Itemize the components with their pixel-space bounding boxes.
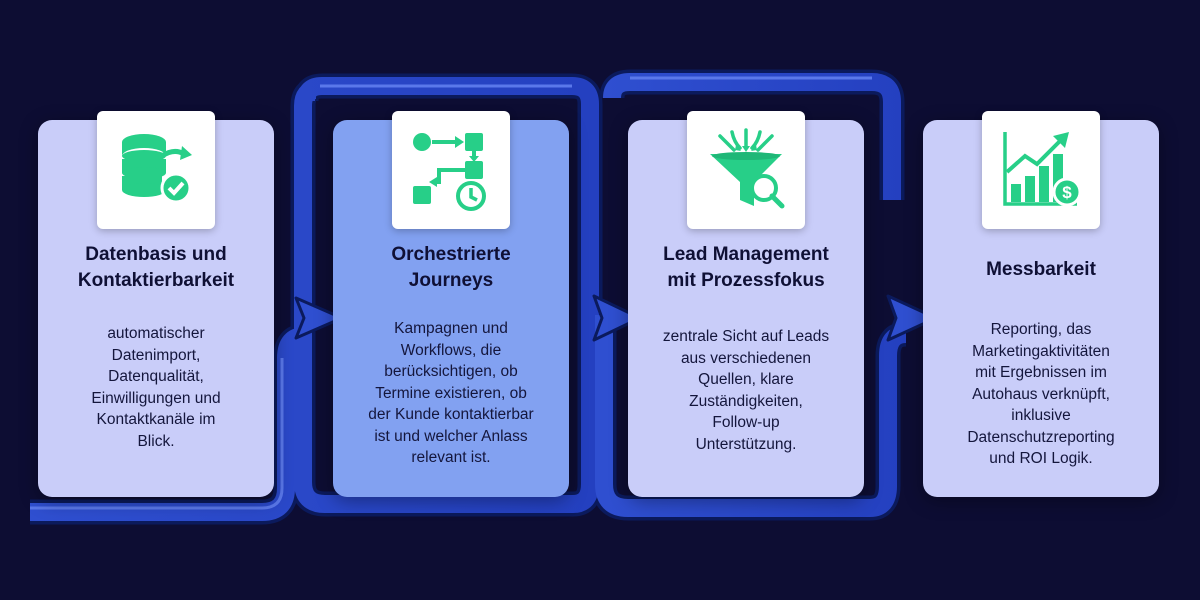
icon-tile	[97, 111, 215, 229]
step-description: Reporting, das Marketingaktivitäten mit …	[967, 321, 1115, 467]
step-card-journeys: Orchestrierte Journeys Kampagnen und Wor…	[333, 111, 569, 497]
workflow-clock-icon	[413, 133, 486, 211]
step-card-lead-management: Lead Management mit Prozessfokus zentral…	[628, 111, 864, 497]
step-title: Datenbasis und Kontaktierbarkeit	[77, 244, 235, 291]
funnel-search-icon	[710, 128, 785, 209]
step-card-datenbasis: Datenbasis und Kontaktierbarkeit automat…	[38, 111, 274, 497]
step-description: Kampagnen und Workflows, die berücksicht…	[368, 320, 534, 466]
svg-text:$: $	[1062, 183, 1072, 202]
step-title: Orchestrierte Journeys	[391, 244, 511, 291]
step-description: zentrale Sicht auf Leads aus verschieden…	[662, 328, 830, 453]
icon-tile	[392, 111, 510, 229]
step-title: Messbarkeit	[986, 259, 1096, 280]
database-sync-check-icon	[122, 134, 192, 204]
icon-tile: $	[982, 111, 1100, 229]
step-card-messbarkeit: $ Messbarkeit Reporting, das Marketingak…	[923, 111, 1159, 497]
step-title: Lead Management mit Prozessfokus	[663, 244, 829, 291]
step-description: automatischer Datenimport, Datenqualität…	[91, 325, 221, 450]
growth-chart-dollar-icon: $	[1003, 132, 1082, 207]
icon-tile	[687, 111, 805, 229]
